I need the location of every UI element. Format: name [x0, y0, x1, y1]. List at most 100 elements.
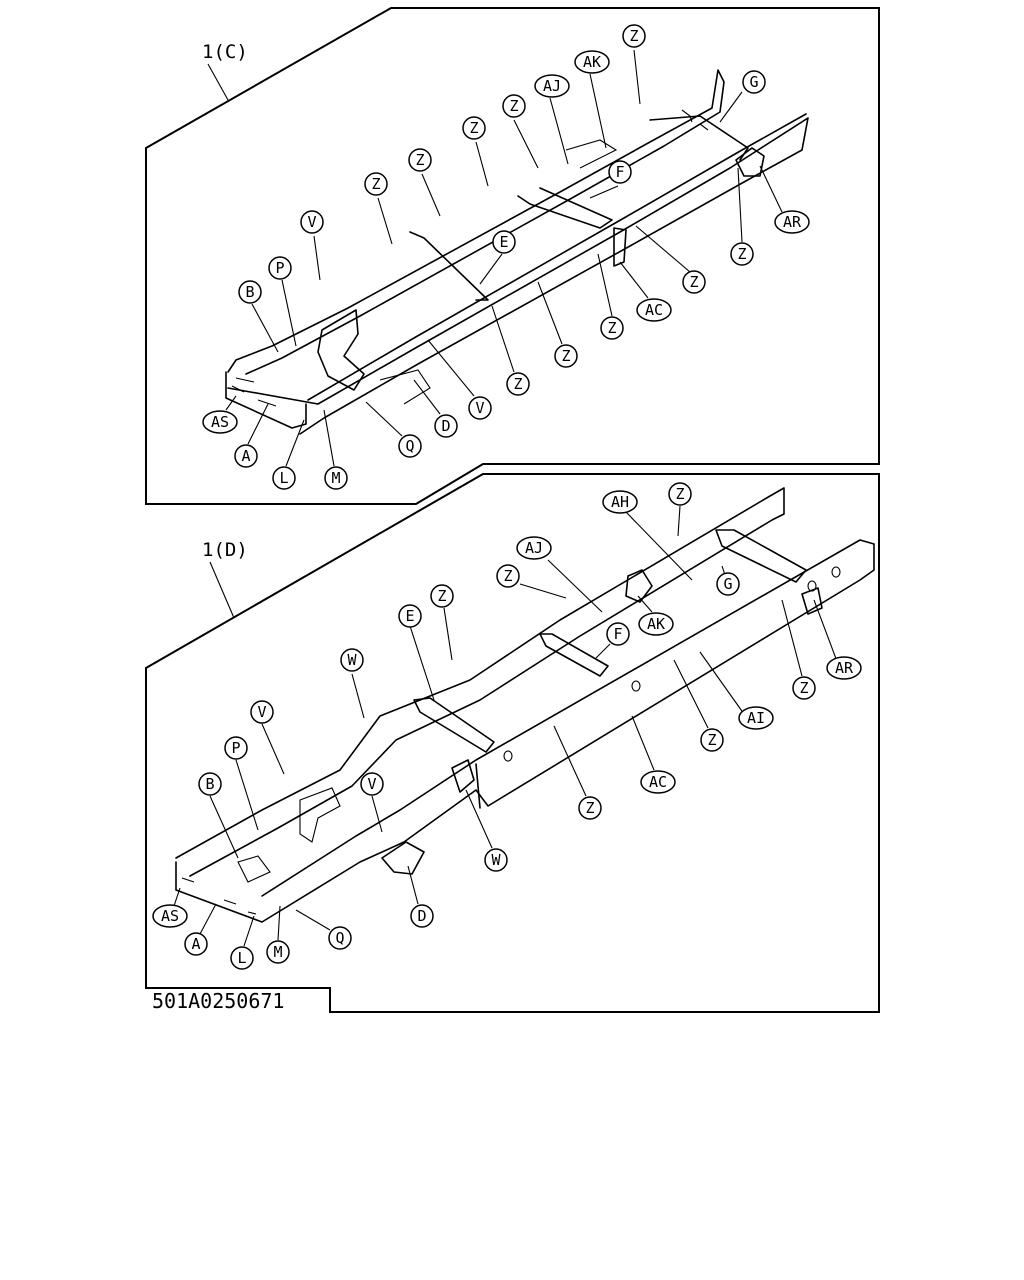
svg-text:AC: AC: [649, 773, 667, 791]
svg-text:AS: AS: [161, 907, 179, 925]
svg-text:AK: AK: [583, 53, 601, 71]
svg-text:Z: Z: [371, 175, 380, 193]
callout-l: L: [272, 466, 296, 490]
callout-ac: AC: [640, 770, 676, 794]
callout-z: Z: [578, 796, 602, 820]
callout-b: B: [238, 280, 262, 304]
svg-text:D: D: [417, 907, 426, 925]
callout-z: Z: [364, 172, 388, 196]
callout-m: M: [324, 466, 348, 490]
callout-z: Z: [700, 728, 724, 752]
svg-text:B: B: [205, 775, 214, 793]
svg-text:Z: Z: [737, 245, 746, 263]
callout-g: G: [742, 70, 766, 94]
callout-z: Z: [502, 94, 526, 118]
svg-text:Z: Z: [585, 799, 594, 817]
callout-v: V: [300, 210, 324, 234]
callouts-1c: Z Z Z Z Z Z Z Z Z Z AK AJ G F AR E V V P…: [202, 24, 810, 490]
svg-text:AK: AK: [647, 615, 665, 633]
callout-z: Z: [462, 116, 486, 140]
svg-text:P: P: [275, 259, 284, 277]
svg-text:P: P: [231, 739, 240, 757]
frame-drawing-1d: [175, 487, 875, 923]
callout-e: E: [492, 230, 516, 254]
callouts-1d: AH Z AJ Z G Z E F AK AR W Z V Z AI P V A…: [152, 482, 862, 970]
callout-ac: AC: [636, 298, 672, 322]
panel-1d-title: 1(D): [202, 539, 248, 561]
callout-z: Z: [792, 676, 816, 700]
callout-aj: AJ: [516, 536, 552, 560]
svg-text:G: G: [749, 73, 758, 91]
callout-e: E: [398, 604, 422, 628]
svg-text:V: V: [307, 213, 316, 231]
svg-text:B: B: [245, 283, 254, 301]
svg-text:Z: Z: [509, 97, 518, 115]
svg-text:V: V: [475, 399, 484, 417]
callout-z: Z: [554, 344, 578, 368]
callout-q: Q: [328, 926, 352, 950]
panel-1c-title: 1(C): [202, 41, 248, 63]
svg-text:A: A: [241, 447, 250, 465]
callout-m: M: [266, 940, 290, 964]
callout-p: P: [224, 736, 248, 760]
callout-z: Z: [408, 148, 432, 172]
callout-z: Z: [600, 316, 624, 340]
svg-text:Z: Z: [469, 119, 478, 137]
callout-b: B: [198, 772, 222, 796]
svg-text:F: F: [613, 625, 622, 643]
callout-z: Z: [506, 372, 530, 396]
svg-text:AI: AI: [747, 709, 765, 727]
svg-text:AR: AR: [835, 659, 854, 677]
svg-text:V: V: [257, 703, 266, 721]
callout-d: D: [410, 904, 434, 928]
svg-text:Z: Z: [707, 731, 716, 749]
svg-text:Z: Z: [561, 347, 570, 365]
svg-text:F: F: [615, 163, 624, 181]
svg-text:L: L: [237, 949, 246, 967]
svg-text:L: L: [279, 469, 288, 487]
svg-text:AJ: AJ: [525, 539, 543, 557]
callout-a: A: [234, 444, 258, 468]
svg-text:Z: Z: [415, 151, 424, 169]
callout-g: G: [716, 572, 740, 596]
panel-1d-outline: [145, 473, 880, 1013]
leaders-1d: [173, 505, 839, 947]
callout-aj: AJ: [534, 74, 570, 98]
callout-a: A: [184, 932, 208, 956]
svg-text:G: G: [723, 575, 732, 593]
callout-z: Z: [730, 242, 754, 266]
svg-text:AS: AS: [211, 413, 229, 431]
callout-f: F: [606, 622, 630, 646]
callout-z: Z: [496, 564, 520, 588]
callout-ai: AI: [738, 706, 774, 730]
svg-text:Z: Z: [513, 375, 522, 393]
svg-text:M: M: [273, 943, 282, 961]
svg-text:W: W: [347, 651, 357, 669]
callout-w: W: [340, 648, 364, 672]
svg-text:Z: Z: [689, 273, 698, 291]
callout-ak: AK: [574, 50, 610, 74]
callout-f: F: [608, 160, 632, 184]
callout-w: W: [484, 848, 508, 872]
callout-as: AS: [202, 410, 238, 434]
drawing-number: 501A0250671: [152, 989, 284, 1013]
svg-text:W: W: [491, 851, 501, 869]
svg-text:Z: Z: [503, 567, 512, 585]
svg-text:AJ: AJ: [543, 77, 561, 95]
callout-q: Q: [398, 434, 422, 458]
svg-text:Q: Q: [335, 929, 344, 947]
callout-z: Z: [682, 270, 706, 294]
callout-v: V: [250, 700, 274, 724]
svg-text:AR: AR: [783, 213, 802, 231]
svg-text:A: A: [191, 935, 200, 953]
svg-text:Z: Z: [607, 319, 616, 337]
callout-d: D: [434, 414, 458, 438]
panel-1d: 1(D): [145, 473, 880, 1013]
leaders-1c: [225, 49, 783, 467]
panel-1c: 1(C): [145, 7, 880, 505]
svg-text:AC: AC: [645, 301, 663, 319]
callout-p: P: [268, 256, 292, 280]
svg-text:AH: AH: [611, 493, 629, 511]
svg-text:Z: Z: [629, 27, 638, 45]
